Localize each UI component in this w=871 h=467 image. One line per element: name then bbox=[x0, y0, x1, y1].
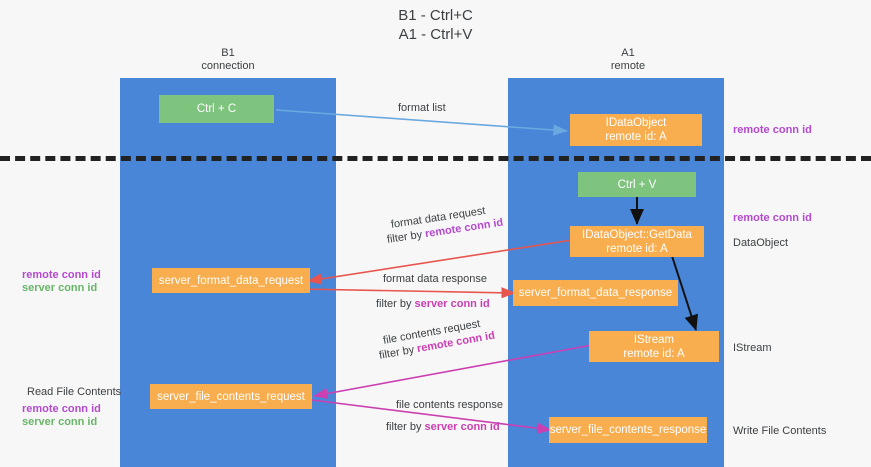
idataobject-getdata-box[interactable]: IDataObject::GetData remote id: A bbox=[570, 226, 704, 257]
ctrl-v-box[interactable]: Ctrl + V bbox=[578, 172, 696, 197]
idataobject-box[interactable]: IDataObject remote id: A bbox=[570, 114, 702, 146]
left-remote-conn-id: remote conn id bbox=[22, 269, 101, 281]
arrow-format-data-response bbox=[299, 287, 516, 299]
column-header-a1: A1 remote bbox=[610, 47, 646, 72]
right-istream-label: IStream bbox=[733, 342, 772, 354]
arrow-label-format-data-response-filter: filter by server conn id bbox=[376, 297, 490, 312]
right-remote-conn-id-top: remote conn id bbox=[733, 124, 812, 136]
arrow-label-format-list: format list bbox=[398, 102, 446, 114]
ctrl-c-box[interactable]: Ctrl + C bbox=[159, 95, 274, 123]
read-file-contents-label: Read File Contents bbox=[27, 386, 122, 398]
server-format-data-response-box[interactable]: server_format_data_response bbox=[513, 280, 678, 306]
arrow-format-data-request bbox=[307, 239, 573, 285]
left-server-conn-id: server conn id bbox=[22, 282, 98, 294]
diagram-title: B1 - Ctrl+C A1 - Ctrl+V bbox=[398, 7, 473, 43]
istream-box[interactable]: IStream remote id: A bbox=[589, 331, 719, 362]
arrow-label-format-data-response: format data response bbox=[383, 273, 487, 285]
arrow-file-contents-response bbox=[311, 399, 552, 434]
arrow-format-list bbox=[275, 109, 568, 136]
filter-prefix: filter by bbox=[386, 421, 425, 433]
server-format-data-request-box[interactable]: server_format_data_request bbox=[152, 268, 310, 293]
server-file-contents-response-box[interactable]: server_file_contents_response bbox=[549, 417, 707, 443]
left-server-conn-id-2: server conn id bbox=[22, 416, 98, 428]
arrow-label-file-contents-response: file contents response bbox=[396, 399, 504, 411]
arrow-label-file-contents-response-filter: filter by server conn id bbox=[386, 420, 500, 435]
filter-value-server-conn-id: server conn id bbox=[424, 421, 500, 433]
column-header-b1: B1 connection bbox=[201, 47, 255, 72]
right-write-file-contents-label: Write File Contents bbox=[733, 425, 827, 437]
left-remote-conn-id-2: remote conn id bbox=[22, 403, 101, 415]
right-dataobject-label: DataObject bbox=[733, 237, 789, 249]
filter-value-server-conn-id: server conn id bbox=[414, 298, 490, 310]
phase-divider bbox=[0, 156, 871, 161]
server-file-contents-request-box[interactable]: server_file_contents_request bbox=[150, 384, 312, 409]
filter-prefix: filter by bbox=[376, 298, 415, 310]
arrow-file-contents-request bbox=[313, 344, 593, 400]
arrow-getdata-to-istream bbox=[671, 255, 699, 331]
right-remote-conn-id-mid: remote conn id bbox=[733, 212, 812, 224]
